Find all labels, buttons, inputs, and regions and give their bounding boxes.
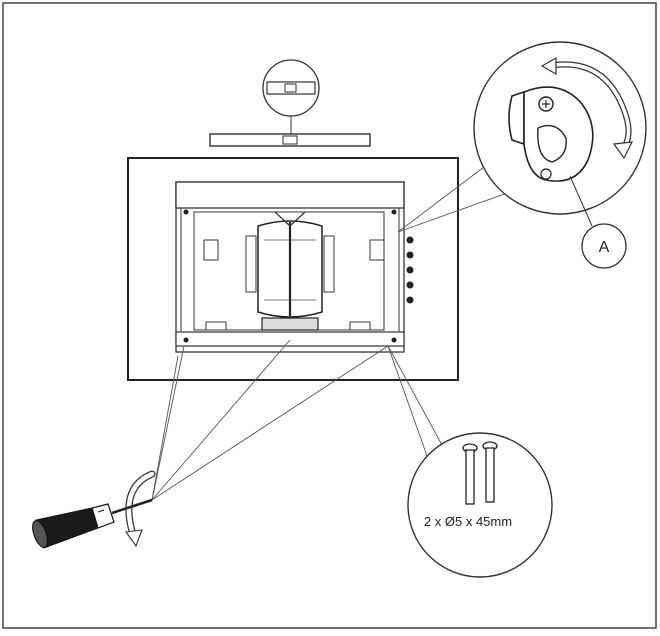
screw-spec-label: 2 x Ø5 x 45mm: [424, 514, 512, 529]
callout-a-leaders: [397, 163, 511, 233]
screw-icon: [482, 441, 498, 503]
bracket-detail-callout: [473, 41, 647, 227]
screw-icon: [462, 443, 478, 505]
callout-a-bubble: A: [581, 223, 627, 269]
screwdriver: [32, 470, 156, 549]
screw-detail-callout: 2 x Ø5 x 45mm: [407, 432, 553, 578]
callout-a-label: A: [599, 239, 610, 256]
figure-border: [2, 2, 657, 629]
screwdriver-leaders: [151, 339, 389, 501]
screw-leaders: [387, 345, 449, 471]
level-detail-callout: [262, 59, 320, 134]
spirit-level: [209, 133, 371, 147]
hood-unit: [183, 209, 414, 343]
